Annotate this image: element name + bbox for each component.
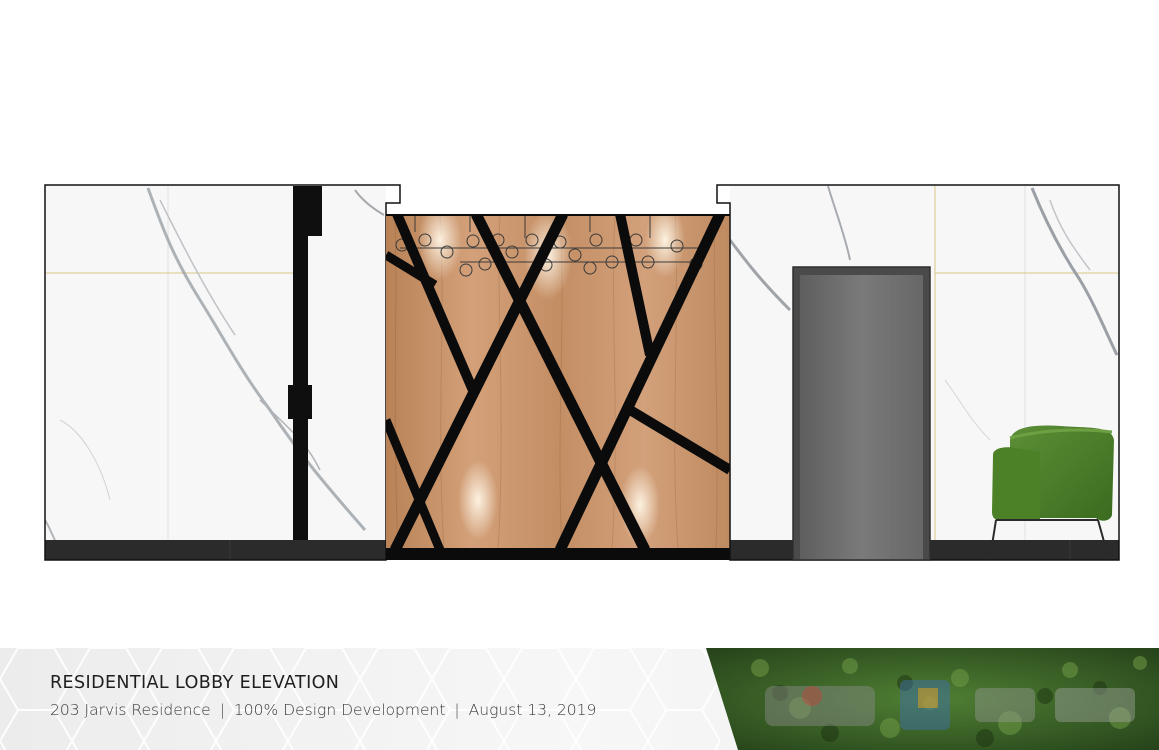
separator: | [454,701,460,719]
title-block [0,648,1159,750]
drawing-title: RESIDENTIAL LOBBY ELEVATION [50,673,340,693]
drawing-subtitle: 203 Jarvis Residence | 100% Design Develop… [50,701,596,719]
elevator-door [792,266,931,561]
blurred-logos [765,680,1135,730]
design-phase: 100% Design Development [233,701,446,719]
lounge-chair [989,425,1114,559]
separator: | [219,701,225,719]
marble-wall-left [44,184,401,561]
title-block-background [0,648,1159,750]
drawing-date: August 13, 2019 [468,701,597,719]
wood-feature-wall [386,214,730,560]
project-name: 203 Jarvis Residence [50,701,211,719]
moss-wall-image [706,648,1159,750]
elevation-drawing [44,184,1120,561]
